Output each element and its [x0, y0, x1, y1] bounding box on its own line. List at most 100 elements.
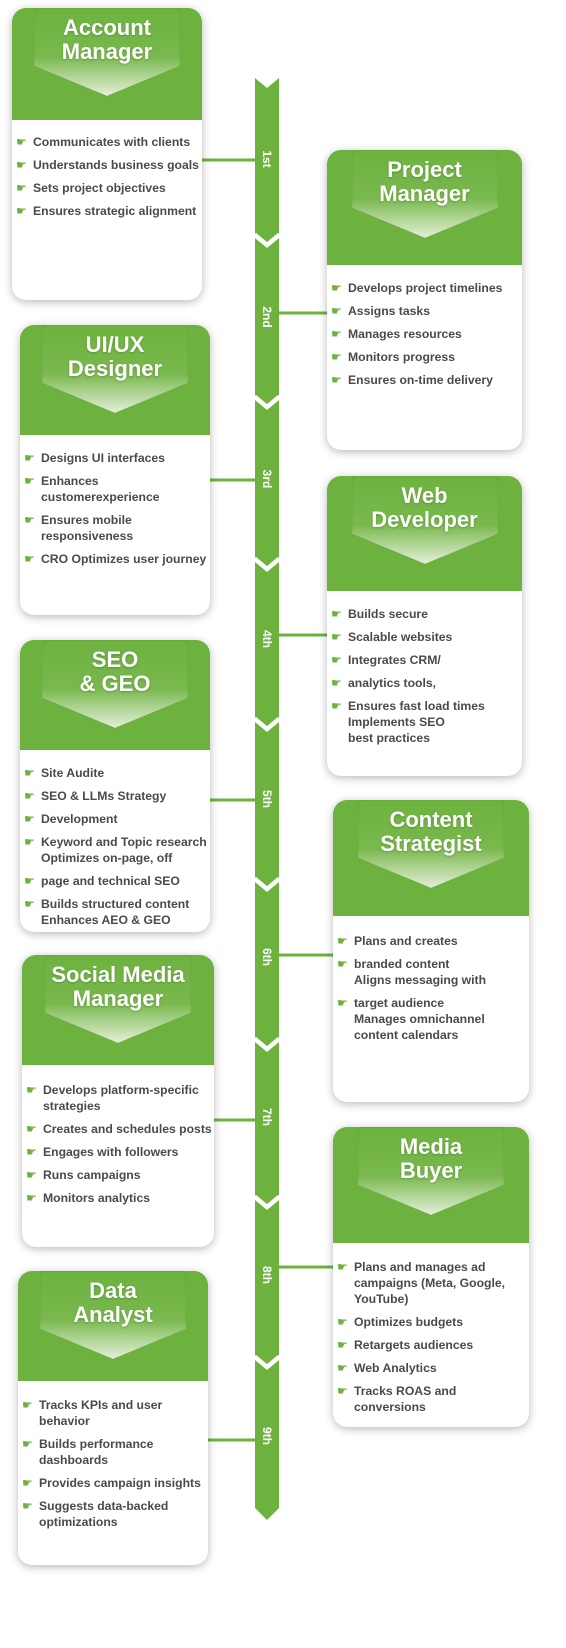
- responsibility-item: ☛Understands business goals: [16, 157, 202, 173]
- responsibility-item: ☛Web Analytics: [337, 1360, 529, 1376]
- role-card: Content Strategist ☛Plans and creates☛bra…: [333, 800, 529, 1102]
- card-title-tab: Social Media Manager: [45, 955, 191, 1055]
- pointing-hand-icon: ☛: [24, 513, 35, 527]
- responsibility-item: ☛Designs UI interfaces: [24, 450, 210, 466]
- step-label: 8th: [260, 1266, 274, 1284]
- pointing-hand-icon: ☛: [24, 789, 35, 803]
- responsibility-item: ☛ Ensures on-time delivery: [331, 372, 522, 388]
- step-label: 4th: [260, 630, 274, 648]
- responsibility-text: Ensures fast load times Implements SEO b…: [348, 699, 485, 745]
- pointing-hand-icon: ☛: [331, 327, 342, 341]
- responsibility-item: ☛ Builds secure: [331, 606, 522, 622]
- responsibility-text: Builds secure: [348, 607, 428, 621]
- card-title-tab: SEO & GEO: [42, 640, 188, 740]
- responsibility-item: ☛Sets project objectives: [16, 180, 202, 196]
- responsibility-text: Assigns tasks: [348, 304, 430, 318]
- responsibility-item: ☛Suggests data-backed optimizations: [22, 1498, 208, 1530]
- segment-divider: [254, 876, 280, 890]
- pointing-hand-icon: ☛: [16, 135, 27, 149]
- responsibility-item: ☛ Plans and manages ad campaigns (Meta, G…: [337, 1259, 529, 1307]
- pointing-hand-icon: ☛: [22, 1398, 33, 1412]
- pointing-hand-icon: ☛: [331, 676, 342, 690]
- role-title: SEO & GEO: [79, 647, 151, 696]
- responsibility-text: analytics tools,: [348, 676, 437, 690]
- responsibility-text: Site Audite: [41, 766, 105, 780]
- step-label: 9th: [260, 1427, 274, 1445]
- pointing-hand-icon: ☛: [337, 934, 348, 948]
- pointing-hand-icon: ☛: [16, 181, 27, 195]
- responsibility-item: ☛Provides campaign insights: [22, 1475, 208, 1491]
- responsibility-item: ☛ analytics tools,: [331, 675, 522, 691]
- responsibility-list: ☛Develops platform-specific strategies☛C…: [26, 1082, 214, 1213]
- segment-divider: [254, 716, 280, 730]
- pointing-hand-icon: ☛: [26, 1168, 37, 1182]
- responsibility-text: Ensures mobile responsiveness: [41, 513, 134, 543]
- step-label: 2nd: [260, 306, 274, 328]
- responsibility-item: ☛ Communicates with clients: [16, 134, 202, 150]
- timeline-segment: [255, 1200, 279, 1366]
- responsibility-item: ☛Retargets audiences: [337, 1337, 529, 1353]
- responsibility-text: Builds performance dashboards: [39, 1437, 154, 1467]
- pointing-hand-icon: ☛: [26, 1145, 37, 1159]
- role-card: Media Buyer☛Plans and manages ad campaig…: [333, 1127, 529, 1427]
- responsibility-text: CRO Optimizes user journey: [41, 552, 207, 566]
- pointing-hand-icon: ☛: [22, 1499, 33, 1513]
- responsibility-text: Web Analytics: [354, 1361, 437, 1375]
- timeline-segment: [255, 1042, 279, 1206]
- pointing-hand-icon: ☛: [16, 158, 27, 172]
- responsibility-item: ☛Tracks ROAS and conversions: [337, 1383, 529, 1415]
- responsibility-item: ☛CRO Optimizes user journey: [24, 551, 210, 567]
- pointing-hand-icon: ☛: [337, 1260, 348, 1274]
- role-title: Social Media Manager: [51, 962, 185, 1011]
- responsibility-list: ☛Develops project timelines☛Assigns task…: [331, 280, 522, 395]
- responsibility-text: Plans and manages ad campaigns (Meta, Go…: [354, 1260, 506, 1306]
- responsibility-text: Ensures strategic alignment: [33, 204, 197, 218]
- pointing-hand-icon: ☛: [24, 897, 35, 911]
- responsibility-list: ☛Site Audite☛SEO & LLMs Strategy☛Develop…: [24, 765, 210, 932]
- pointing-hand-icon: ☛: [331, 373, 342, 387]
- role-title: Account Manager: [61, 15, 153, 64]
- pointing-hand-icon: ☛: [337, 996, 348, 1010]
- responsibility-item: ☛Enhances customerexperience: [24, 473, 210, 505]
- responsibility-text: Develops platform-specific strategies: [43, 1083, 199, 1113]
- card-title-tab: Project Manager: [351, 150, 498, 250]
- responsibility-item: ☛Ensures strategic alignment: [16, 203, 202, 219]
- responsibility-item: ☛Site Audite: [24, 765, 210, 781]
- pointing-hand-icon: ☛: [331, 699, 342, 713]
- timeline-segment: [255, 882, 279, 1048]
- pointing-hand-icon: ☛: [24, 874, 35, 888]
- responsibility-list: ☛Tracks KPIs and user behavior☛Builds pe…: [22, 1397, 208, 1537]
- responsibility-text: Designs UI interfaces: [41, 451, 165, 465]
- responsibility-item: ☛ Ensures fast load times Implements SEO …: [331, 698, 522, 746]
- responsibility-text: Ensures on-time delivery: [348, 373, 493, 387]
- responsibility-text: Optimizes budgets: [354, 1315, 464, 1329]
- role-card: Account Manager ☛ Communicates with client…: [12, 8, 202, 300]
- responsibility-text: Scalable websites: [348, 630, 453, 644]
- timeline-segment: [255, 400, 279, 568]
- responsibility-item: ☛Tracks KPIs and user behavior: [22, 1397, 208, 1429]
- pointing-hand-icon: ☛: [331, 350, 342, 364]
- responsibility-text: SEO & LLMs Strategy: [41, 789, 167, 803]
- pointing-hand-icon: ☛: [331, 607, 342, 621]
- pointing-hand-icon: ☛: [26, 1122, 37, 1136]
- responsibility-item: ☛Runs campaigns: [26, 1167, 214, 1183]
- pointing-hand-icon: ☛: [26, 1191, 37, 1205]
- responsibility-list: ☛Plans and creates☛branded content Align…: [337, 933, 529, 1050]
- responsibility-text: Monitors progress: [348, 350, 455, 364]
- role-title: Content Strategist: [380, 807, 482, 856]
- step-label: 6th: [260, 948, 274, 966]
- role-card: Project Manager ☛Develops project timelin…: [327, 150, 522, 450]
- segment-divider: [254, 1194, 280, 1208]
- segment-divider: [254, 232, 280, 246]
- timeline-segment: [255, 78, 279, 244]
- responsibility-text: Communicates with clients: [33, 135, 191, 149]
- responsibility-item: ☛Plans and creates: [337, 933, 529, 949]
- step-label: 7th: [260, 1108, 274, 1126]
- pointing-hand-icon: ☛: [337, 1384, 348, 1398]
- responsibility-item: ☛Integrates CRM/: [331, 652, 522, 668]
- segment-divider: [254, 1354, 280, 1368]
- responsibility-item: ☛Keyword and Topic research Optimizes on…: [24, 834, 210, 866]
- segment-divider: [254, 394, 280, 408]
- responsibility-item: ☛ SEO & LLMs Strategy: [24, 788, 210, 804]
- responsibility-text: Provides campaign insights: [39, 1476, 201, 1490]
